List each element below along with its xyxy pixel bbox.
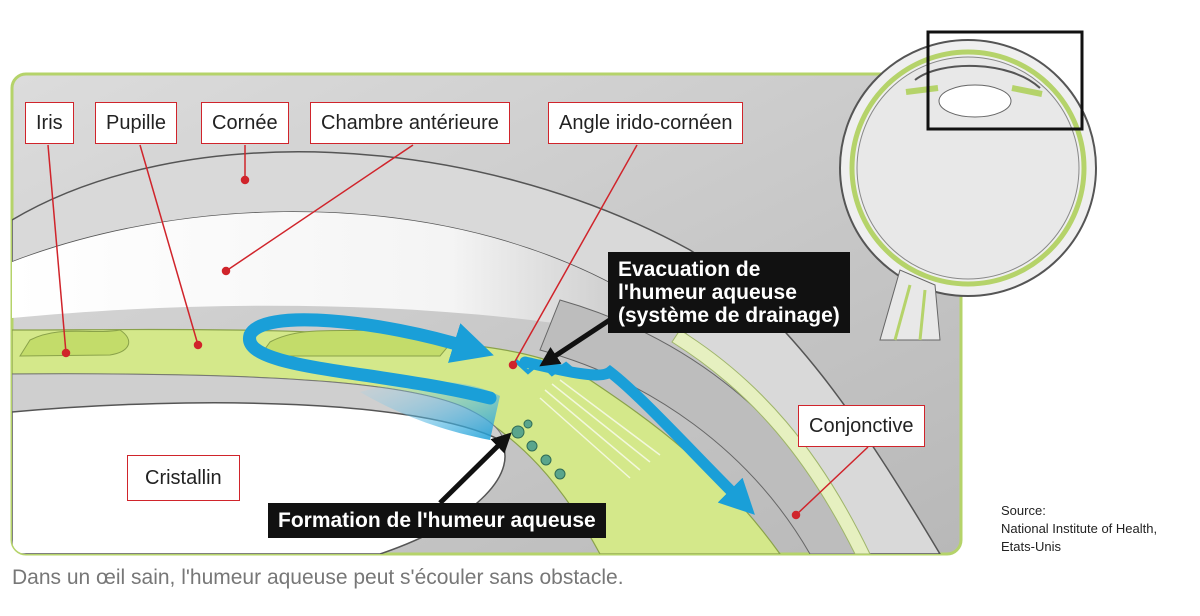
inset-iris [905, 85, 1043, 97]
label-cristallin: Cristallin [127, 455, 240, 501]
callout-evacuation-line2: l'humeur aqueuse [618, 281, 797, 304]
callout-formation: Formation de l'humeur aqueuse [268, 503, 606, 538]
label-conjonctive: Conjonctive [798, 405, 925, 447]
ciliary-dot [526, 440, 538, 452]
label-iris: Iris [25, 102, 74, 144]
callout-evacuation: Evacuation de l'humeur aqueuse (système … [608, 252, 850, 333]
iris-leader [47, 144, 67, 354]
chambre-leader-dot [221, 266, 231, 276]
label-pupille: Pupille [95, 102, 178, 144]
angle-leader-dot [508, 360, 518, 370]
label-chambre-anterieure: Chambre antérieure [310, 102, 510, 144]
inset-nerve-strip [893, 284, 927, 341]
iris-lump-left [19, 329, 130, 357]
trabecular-meshwork [513, 358, 582, 378]
ciliary-dot [540, 454, 552, 466]
source-line1: Source: [1001, 503, 1046, 518]
conjonctive-leader [795, 446, 869, 516]
caption: Dans un œil sain, l'humeur aqueuse peut … [12, 566, 624, 589]
ciliary-dot [554, 468, 566, 480]
inset-zoom-box [926, 30, 1084, 131]
callout-evacuation-line3: (système de drainage) [618, 304, 840, 327]
aqueous-flow-arrow-1 [243, 313, 497, 405]
callout-evacuation-line1: Evacuation de [618, 258, 761, 281]
chambre-leader [225, 144, 414, 272]
source-line2: National Institute of Health, [1001, 521, 1158, 536]
inset-lens [938, 84, 1012, 118]
anterior-chamber [12, 212, 640, 330]
label-angle-irido-corneen: Angle irido-cornéen [548, 102, 744, 144]
conjonctive-leader-dot [791, 510, 801, 520]
cornee-leader-dot [240, 175, 250, 185]
conjunctiva-strip [671, 329, 871, 554]
inset-retina [849, 49, 1087, 287]
ciliary-fibers [539, 379, 661, 479]
source-note: Source: National Institute of Health, Et… [1001, 502, 1157, 556]
inset-optic-nerve [879, 269, 941, 341]
ciliary-dot [523, 419, 533, 429]
eye-inset [839, 30, 1097, 341]
ciliary-dot [511, 425, 525, 439]
aqueous-flow-arrow-2 [519, 356, 755, 515]
inset-inner [856, 56, 1080, 280]
inset-cornea [914, 64, 1041, 89]
label-cornee: Cornée [201, 102, 289, 144]
pupille-leader [139, 144, 199, 346]
source-line3: Etats-Unis [1001, 539, 1061, 554]
iris-leader-dot [61, 348, 71, 358]
angle-leader [512, 144, 638, 366]
pupille-leader-dot [193, 340, 203, 350]
formation-pointer [438, 432, 512, 505]
